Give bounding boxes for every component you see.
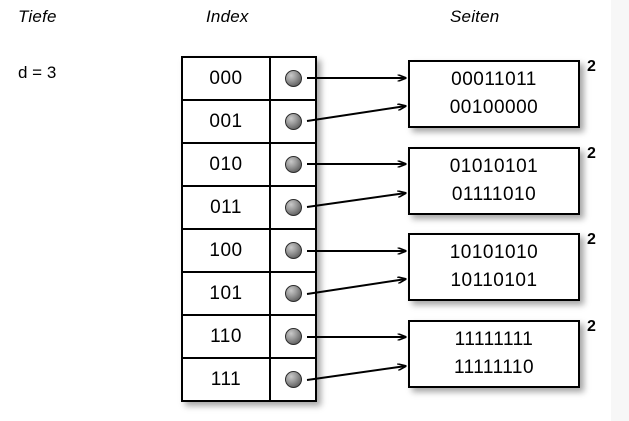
table-row[interactable]: 110 [183,316,315,359]
page-record: 01010101 [449,156,539,178]
index-pointer-cell[interactable] [271,144,315,185]
index-pointer-cell[interactable] [271,316,315,357]
page-bucket-2: 10101010 10110101 [408,233,580,301]
page-bucket-1: 01010101 01111010 [408,147,580,215]
page-bucket-0: 00011011 00100000 [408,60,580,128]
index-key: 011 [183,187,271,228]
table-row[interactable]: 001 [183,101,315,144]
page-record: 01111010 [451,184,537,205]
page-record: 10101010 [449,242,539,264]
arrow-111-to-page-3 [306,366,406,381]
index-pointer-cell[interactable] [271,230,315,271]
index-key: 001 [183,101,271,142]
index-key: 000 [183,58,271,99]
table-row[interactable]: 101 [183,273,315,316]
page-record: 11111111 [454,329,534,351]
index-pointer-cell[interactable] [271,273,315,314]
index-pointer-cell[interactable] [271,359,315,400]
dot-icon [284,113,302,130]
index-key: 111 [183,359,271,400]
page-record: 00011011 [451,69,537,91]
dot-icon [284,70,302,87]
table-row[interactable]: 010 [183,144,315,187]
pages-column-header: Seiten [450,7,500,26]
index-pointer-cell[interactable] [271,58,315,99]
page-local-depth: 2 [587,58,596,75]
table-row[interactable]: 100 [183,230,315,273]
dot-icon [284,156,302,173]
page-record: 10110101 [450,270,538,291]
index-column-header: Index [206,7,249,26]
page-record: 00100000 [449,97,539,118]
index-key: 100 [183,230,271,271]
index-key: 101 [183,273,271,314]
index-pointer-cell[interactable] [271,187,315,228]
dot-icon [284,371,302,388]
depth-column-header: Tiefe [18,7,57,26]
page-bucket-3: 11111111 11111110 [408,320,580,388]
dot-icon [284,285,302,302]
dot-icon [284,328,302,345]
dot-icon [284,199,302,216]
canvas-right-margin [611,0,629,421]
index-pointer-cell[interactable] [271,101,315,142]
table-row[interactable]: 000 [183,58,315,101]
page-local-depth: 2 [587,318,596,335]
page-local-depth: 2 [587,145,596,162]
index-key: 010 [183,144,271,185]
table-row[interactable]: 111 [183,359,315,400]
arrow-011-to-page-1 [306,193,406,208]
arrow-101-to-page-2 [306,279,406,295]
arrow-001-to-page-0 [306,106,406,122]
index-key: 110 [183,316,271,357]
dot-icon [284,242,302,259]
table-row[interactable]: 011 [183,187,315,230]
page-record: 11111110 [453,357,535,378]
depth-value: d = 3 [18,63,57,82]
index-directory-table: 000 001 010 011 100 101 110 111 [181,56,317,402]
page-local-depth: 2 [587,231,596,248]
